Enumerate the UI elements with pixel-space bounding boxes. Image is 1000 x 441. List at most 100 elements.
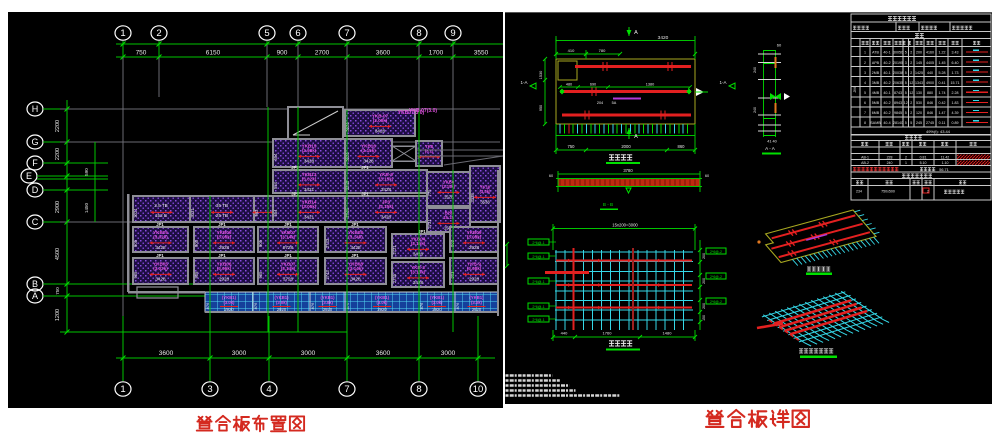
svg-text:(YKB1): (YKB1) xyxy=(375,295,390,300)
svg-text:410: 410 xyxy=(568,48,575,53)
svg-text:(3.15k): (3.15k) xyxy=(411,270,426,275)
svg-text:228: 228 xyxy=(887,155,893,159)
svg-text:JP1: JP1 xyxy=(418,229,426,234)
svg-text:3428: 3428 xyxy=(413,280,424,285)
svg-text:1480: 1480 xyxy=(663,331,673,336)
svg-text:204: 204 xyxy=(597,101,603,105)
svg-text:ATB: ATB xyxy=(872,51,879,55)
svg-text:5: 5 xyxy=(905,51,907,55)
svg-text:876: 876 xyxy=(253,302,258,309)
svg-text:2920: 2920 xyxy=(277,307,287,312)
svg-text:JP1: JP1 xyxy=(351,222,359,227)
svg-text:15.18: 15.18 xyxy=(443,215,454,220)
svg-text:950: 950 xyxy=(539,105,543,111)
svg-text:2743: 2743 xyxy=(325,270,330,280)
svg-text:(3.14k): (3.14k) xyxy=(348,235,363,240)
svg-text:1: 1 xyxy=(864,51,866,55)
svg-text:3421: 3421 xyxy=(304,215,315,220)
svg-text:963: 963 xyxy=(254,209,259,217)
svg-text:11.42: 11.42 xyxy=(941,155,950,159)
svg-text:9845: 9845 xyxy=(894,111,902,115)
svg-text:(3.08k): (3.08k) xyxy=(467,235,482,240)
svg-text:60: 60 xyxy=(549,174,553,178)
svg-text:YKB-9: YKB-9 xyxy=(379,172,393,177)
svg-text:JP1: JP1 xyxy=(361,165,369,170)
svg-text:3: 3 xyxy=(207,384,212,395)
svg-text:15x200=3000: 15x200=3000 xyxy=(612,223,638,228)
svg-text:900: 900 xyxy=(277,50,288,57)
svg-text:905: 905 xyxy=(133,271,138,279)
svg-text:3021: 3021 xyxy=(133,208,138,218)
svg-text:H: H xyxy=(32,104,39,114)
svg-text:150: 150 xyxy=(702,315,706,321)
svg-text:(3.02k): (3.02k) xyxy=(153,235,168,240)
svg-text:130: 130 xyxy=(916,91,922,95)
svg-text:1380: 1380 xyxy=(646,83,654,87)
svg-text:3338: 3338 xyxy=(470,193,475,203)
svg-text:(3.15k): (3.15k) xyxy=(442,184,456,189)
svg-text:20635: 20635 xyxy=(893,81,903,85)
svg-text:YK8: YK8 xyxy=(425,144,434,149)
svg-text:2731: 2731 xyxy=(427,219,432,229)
svg-text:2721: 2721 xyxy=(392,245,397,255)
svg-text:(3.06k): (3.06k) xyxy=(302,204,317,209)
svg-text:2928: 2928 xyxy=(469,245,480,250)
svg-text:3428: 3428 xyxy=(155,245,166,250)
svg-text:1: 1 xyxy=(905,161,907,165)
svg-text:F: F xyxy=(32,158,38,168)
svg-text:3780: 3780 xyxy=(623,168,633,173)
svg-text:3428: 3428 xyxy=(381,187,392,192)
svg-text:YKB16: YKB16 xyxy=(361,144,376,149)
svg-text:C: C xyxy=(32,217,39,227)
svg-text:AB-2: AB-2 xyxy=(861,161,869,165)
svg-text:G: G xyxy=(31,137,38,147)
svg-text:8743: 8743 xyxy=(894,91,902,95)
svg-text:30050: 30050 xyxy=(893,51,903,55)
svg-text:YKB09: YKB09 xyxy=(467,230,482,235)
svg-text:15.71: 15.71 xyxy=(951,81,960,85)
svg-text:2: 2 xyxy=(927,190,929,194)
svg-text:3428: 3428 xyxy=(155,277,166,282)
svg-text:2: 2 xyxy=(905,155,907,159)
svg-text:245: 245 xyxy=(916,121,922,125)
svg-text:440: 440 xyxy=(927,71,933,75)
svg-text:2: 2 xyxy=(910,111,912,115)
svg-text:880: 880 xyxy=(927,91,933,95)
svg-text:60: 60 xyxy=(777,43,782,48)
svg-text:YKB07: YKB07 xyxy=(281,230,296,235)
svg-text:7: 7 xyxy=(344,384,349,395)
svg-text:YKB14: YKB14 xyxy=(302,200,317,205)
svg-text:2928: 2928 xyxy=(219,277,230,282)
svg-text:1425: 1425 xyxy=(915,71,923,75)
svg-text:0.41: 0.41 xyxy=(939,81,946,85)
svg-text:5.28: 5.28 xyxy=(939,71,946,75)
svg-text:2*6@-1: 2*6@-1 xyxy=(532,318,544,322)
svg-text:1760: 1760 xyxy=(603,331,613,336)
svg-text:0.81: 0.81 xyxy=(920,155,927,159)
svg-text:0.11: 0.11 xyxy=(939,121,946,125)
svg-text:2: 2 xyxy=(910,61,912,65)
svg-text:554: 554 xyxy=(273,181,278,189)
svg-text:3428: 3428 xyxy=(363,159,374,164)
svg-text:1-A: 1-A xyxy=(719,80,726,85)
svg-text:(3.14k): (3.14k) xyxy=(348,266,363,271)
svg-text:2: 2 xyxy=(910,101,912,105)
svg-text:750: 750 xyxy=(55,287,60,295)
svg-text:6: 6 xyxy=(864,101,866,105)
svg-text:1.74: 1.74 xyxy=(939,91,946,95)
svg-text:5: 5 xyxy=(905,121,907,125)
svg-text:YK10: YK10 xyxy=(480,185,491,190)
svg-text:0.89: 0.89 xyxy=(952,121,959,125)
svg-text:AB-1: AB-1 xyxy=(861,155,869,159)
svg-text:3538: 3538 xyxy=(480,200,490,205)
svg-text:JP1: JP1 xyxy=(218,222,226,227)
svg-text:1530: 1530 xyxy=(539,71,543,79)
svg-text:240: 240 xyxy=(753,67,757,73)
svg-text:JP1: JP1 xyxy=(218,253,226,258)
svg-text:3428: 3428 xyxy=(381,215,392,220)
svg-text:(2.98k): (2.98k) xyxy=(302,148,317,153)
svg-text:49%(t): 43.44: 49%(t): 43.44 xyxy=(926,129,951,134)
svg-text:YKB-07: YKB-07 xyxy=(372,114,389,119)
svg-text:780: 780 xyxy=(599,48,606,53)
svg-text:(3.15k): (3.15k) xyxy=(379,204,394,209)
